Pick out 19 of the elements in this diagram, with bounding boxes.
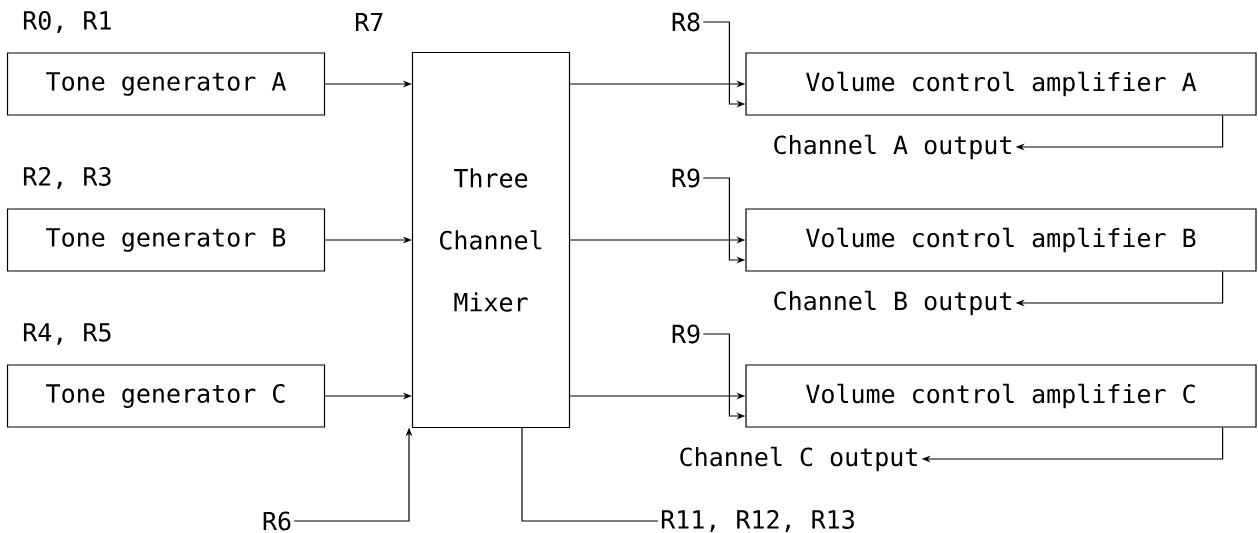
register-label: R9 [672,324,700,344]
amplifier-box: Volume control amplifier B [745,208,1257,272]
register-label: R8 [672,12,700,32]
mixer-box: Three Channel Mixer [411,51,571,429]
output-label: Channel A output [774,134,1011,160]
register-label: R7 [355,12,383,32]
register-label: R2, R3 [23,166,111,189]
register-label: R6 [263,511,291,531]
register-label: R11, R12, R13 [661,509,854,532]
register-label: R4, R5 [23,323,111,345]
register-label: R9 [672,168,700,188]
generator-box: Tone generator A [6,52,326,116]
output-label: Channel B output [774,290,1011,316]
output-label: Channel C output [680,446,917,472]
generator-box: Tone generator B [6,208,326,272]
generator-box: Tone generator C [6,364,326,428]
register-label: R0, R1 [23,10,111,33]
amplifier-box: Volume control amplifier C [745,364,1257,428]
amplifier-box: Volume control amplifier A [745,52,1257,116]
